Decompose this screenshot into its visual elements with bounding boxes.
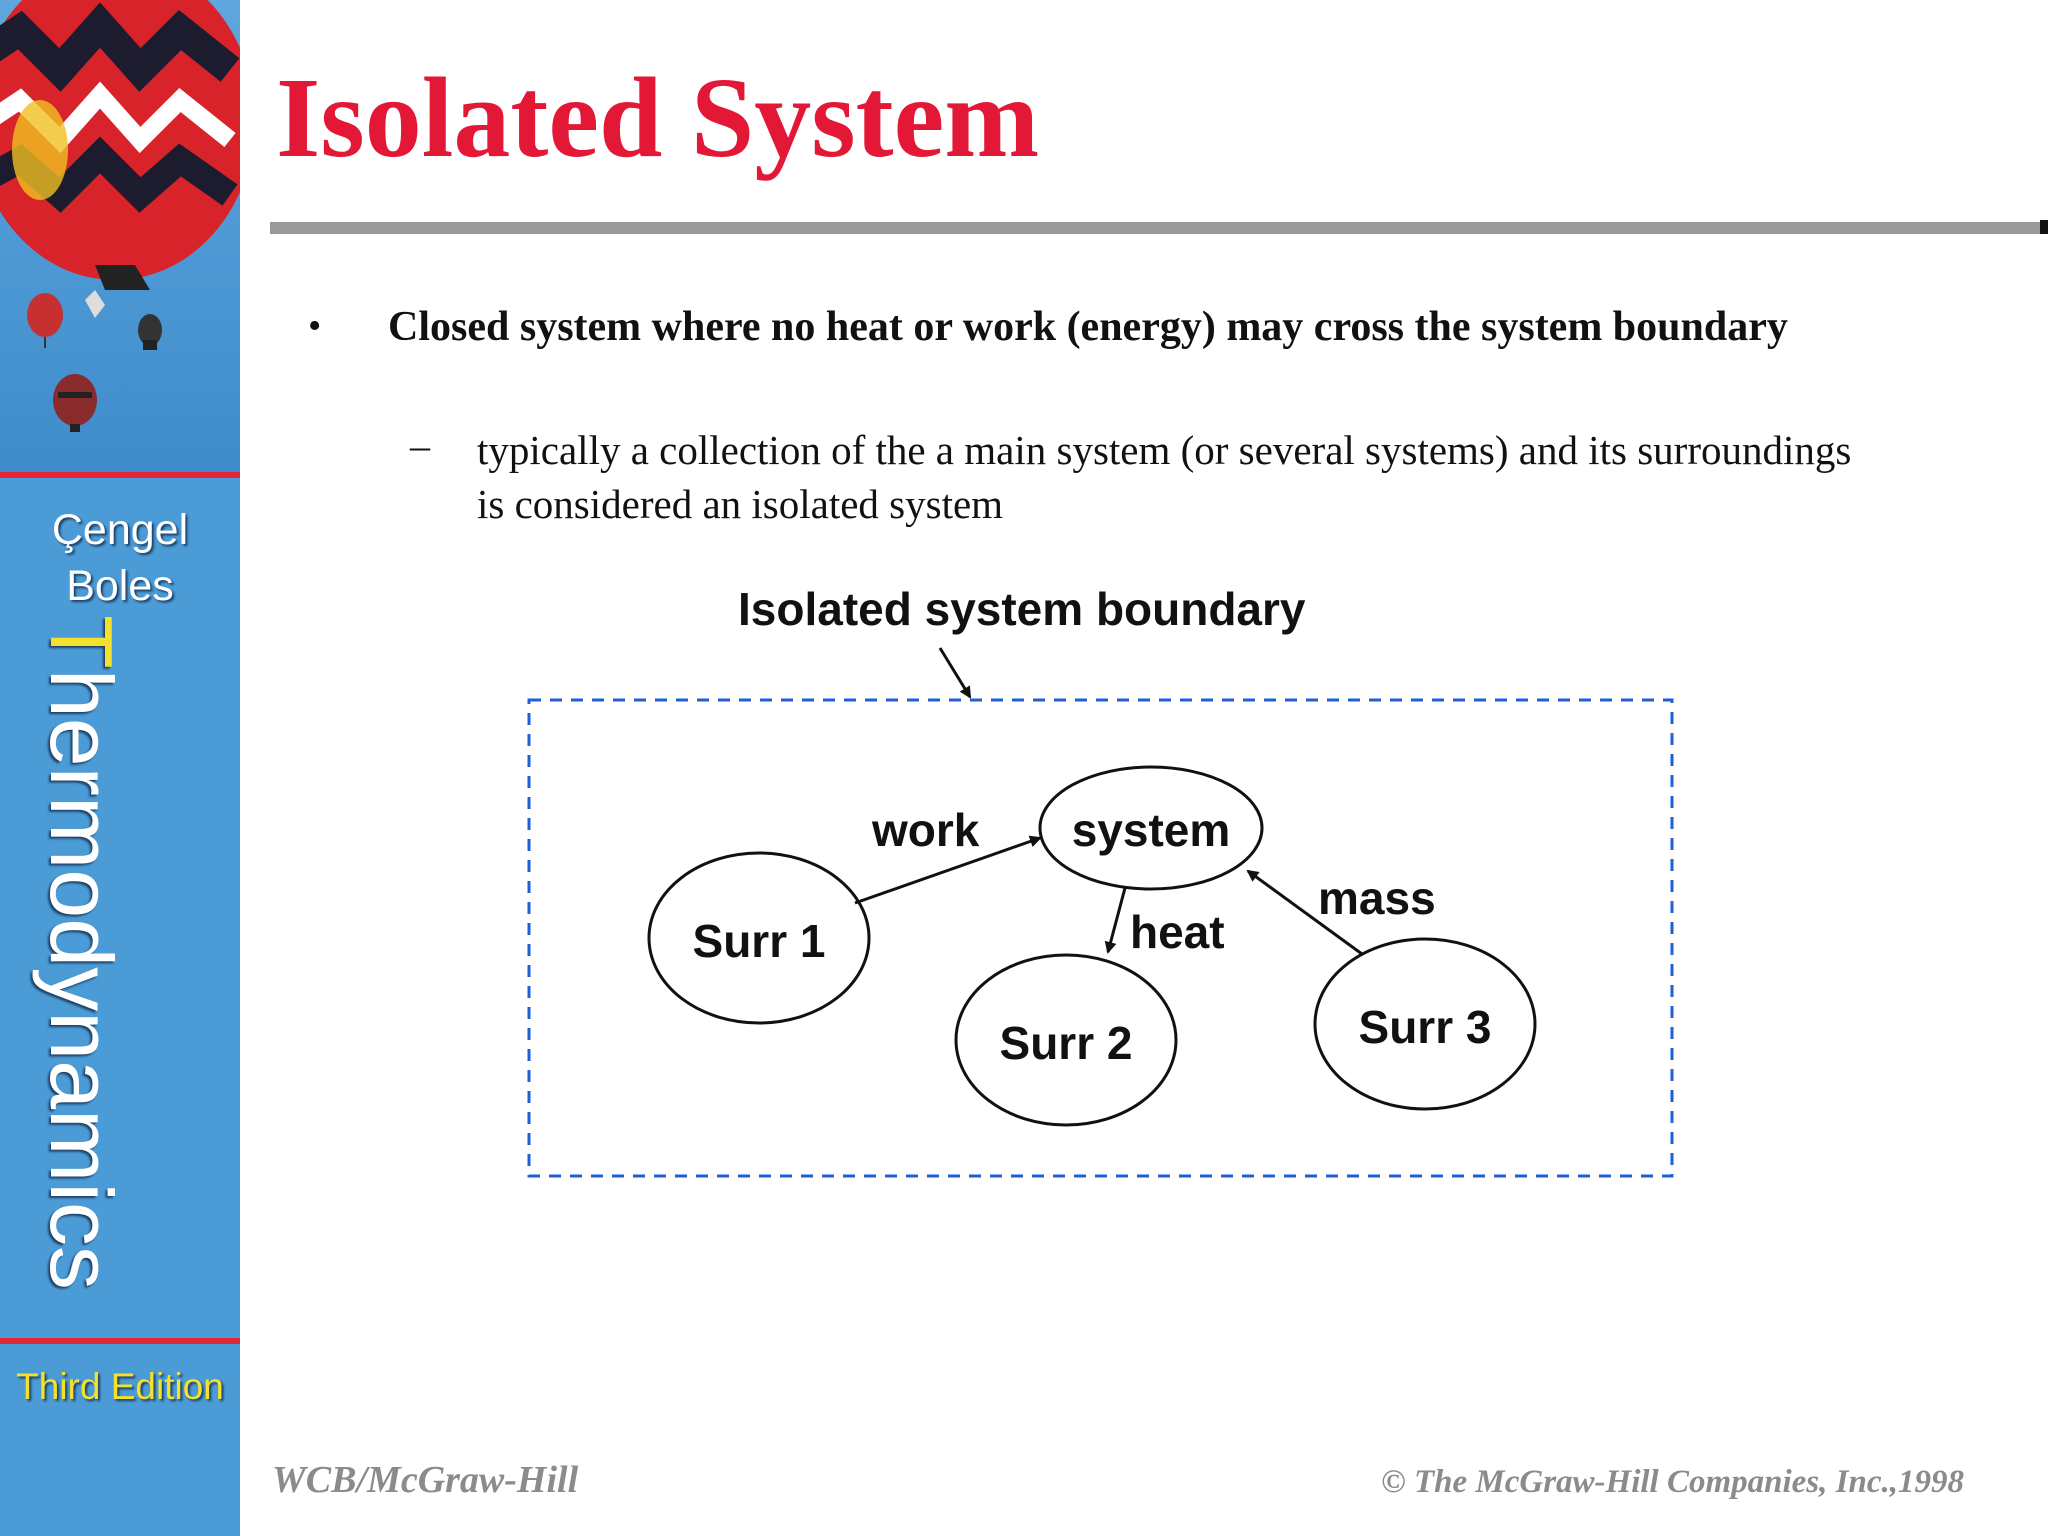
hot-air-balloon-photo (0, 0, 240, 472)
sidebar: Çengel Boles Thermodynamics Third Editio… (0, 0, 240, 1536)
sub-bullet-marker: – (410, 423, 430, 468)
author-boles: Boles (66, 562, 174, 610)
title-underline (270, 222, 2040, 234)
work-arrow (854, 835, 1042, 905)
mass-label: mass (1318, 872, 1436, 924)
work-label: work (871, 804, 980, 856)
edition-label: Third Edition (16, 1366, 224, 1407)
boundary-label: Isolated system boundary (738, 583, 1306, 635)
balloon-illustration (0, 0, 240, 432)
isolated-boundary-box (527, 698, 1674, 1178)
surr1-node (647, 851, 871, 1025)
footer-copyright: © The McGraw-Hill Companies, Inc.,1998 (1381, 1464, 1964, 1500)
author-cengel: Çengel (51, 506, 189, 554)
title-underline-cap (2040, 220, 2048, 234)
surr2-node (954, 953, 1178, 1127)
surr3-node (1313, 937, 1537, 1111)
sidebar-top-rule (0, 472, 240, 478)
system-node (1038, 765, 1264, 891)
surr2-label: Surr 2 (1000, 1017, 1133, 1069)
surr1-label: Surr 1 (693, 915, 826, 967)
surr3-label: Surr 3 (1359, 1001, 1492, 1053)
boundary-pointer-arrow (938, 647, 972, 699)
heat-arrow (1104, 887, 1127, 954)
bullet-marker: • (308, 305, 322, 347)
heat-label: heat (1130, 906, 1225, 958)
sub-bullet-text: typically a collection of the a main sys… (477, 427, 1852, 527)
system-node-label: system (1072, 804, 1231, 856)
footer-publisher: WCB/McGraw-Hill (272, 1459, 579, 1501)
mass-arrow (1246, 869, 1363, 956)
slide-title: Isolated System (276, 54, 1040, 181)
sidebar-bottom-rule (0, 1338, 240, 1344)
bullet-text: Closed system where no heat or work (ene… (388, 304, 1788, 350)
